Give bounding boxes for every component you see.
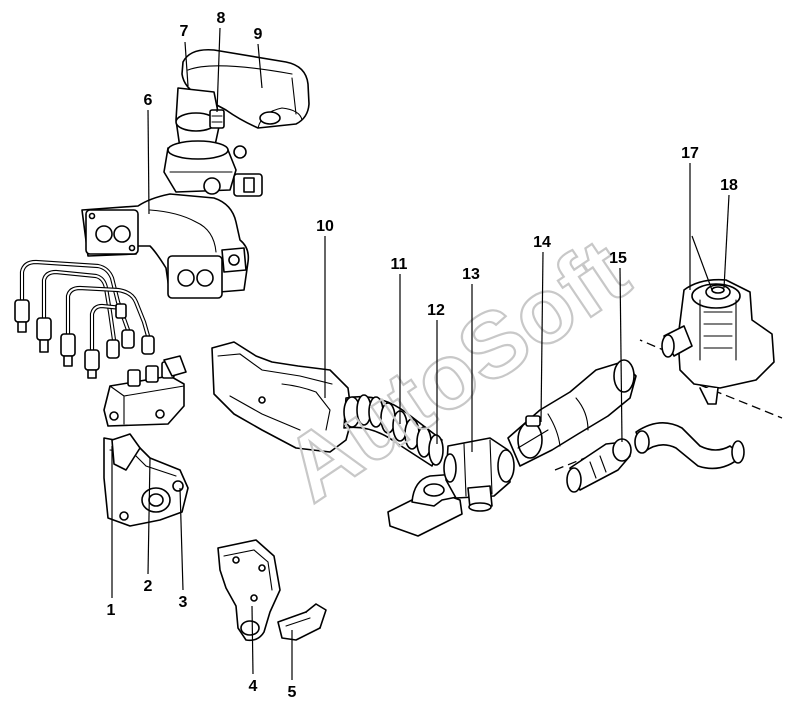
callout-10: 10 — [316, 218, 334, 235]
callout-15: 15 — [609, 250, 627, 267]
callout-3: 3 — [179, 594, 188, 611]
ignition-wire-set[interactable] — [14, 259, 155, 379]
part-10-heat-shield[interactable] — [211, 341, 353, 453]
callout-1: 1 — [107, 602, 116, 619]
part-7-throttle-body[interactable] — [163, 87, 263, 197]
callout-13: 13 — [462, 266, 480, 283]
callout-2: 2 — [144, 578, 153, 595]
spark-plug-boots — [14, 299, 100, 379]
part-11-corrugated-hose[interactable] — [343, 394, 444, 467]
part-15-hose[interactable] — [566, 422, 745, 493]
part-8-throttle-sensor[interactable] — [209, 109, 225, 129]
part-1-mounting-bracket[interactable] — [103, 433, 189, 527]
part-5-sensor[interactable] — [277, 603, 327, 641]
callout-12: 12 — [427, 302, 445, 319]
callout-18: 18 — [720, 177, 738, 194]
part-2-bracket-boss[interactable] — [141, 487, 171, 513]
hose-clamp — [517, 415, 549, 459]
callout-5: 5 — [288, 684, 297, 701]
callout-14: 14 — [533, 234, 551, 251]
callout-6: 6 — [144, 92, 153, 109]
coil-connectors — [106, 303, 155, 359]
part-14-hose[interactable] — [507, 359, 637, 467]
callout-17: 17 — [681, 145, 699, 162]
callout-4: 4 — [249, 678, 258, 695]
callout-9: 9 — [254, 26, 263, 43]
part-18-filter-cap[interactable] — [705, 284, 731, 300]
callout-11: 11 — [391, 256, 408, 273]
part-13-tee-piece[interactable] — [443, 437, 515, 512]
part-6-intake-manifold[interactable] — [81, 193, 250, 299]
leader-lines — [111, 27, 730, 680]
callout-8: 8 — [217, 10, 226, 27]
part-17-filter-housing[interactable] — [661, 278, 775, 405]
part-4-bracket[interactable] — [217, 539, 281, 642]
callout-labels: 7 8 9 6 10 11 12 13 14 15 17 18 1 2 3 4 … — [107, 10, 738, 701]
callout-7: 7 — [180, 23, 189, 40]
ignition-coil[interactable] — [103, 355, 187, 427]
